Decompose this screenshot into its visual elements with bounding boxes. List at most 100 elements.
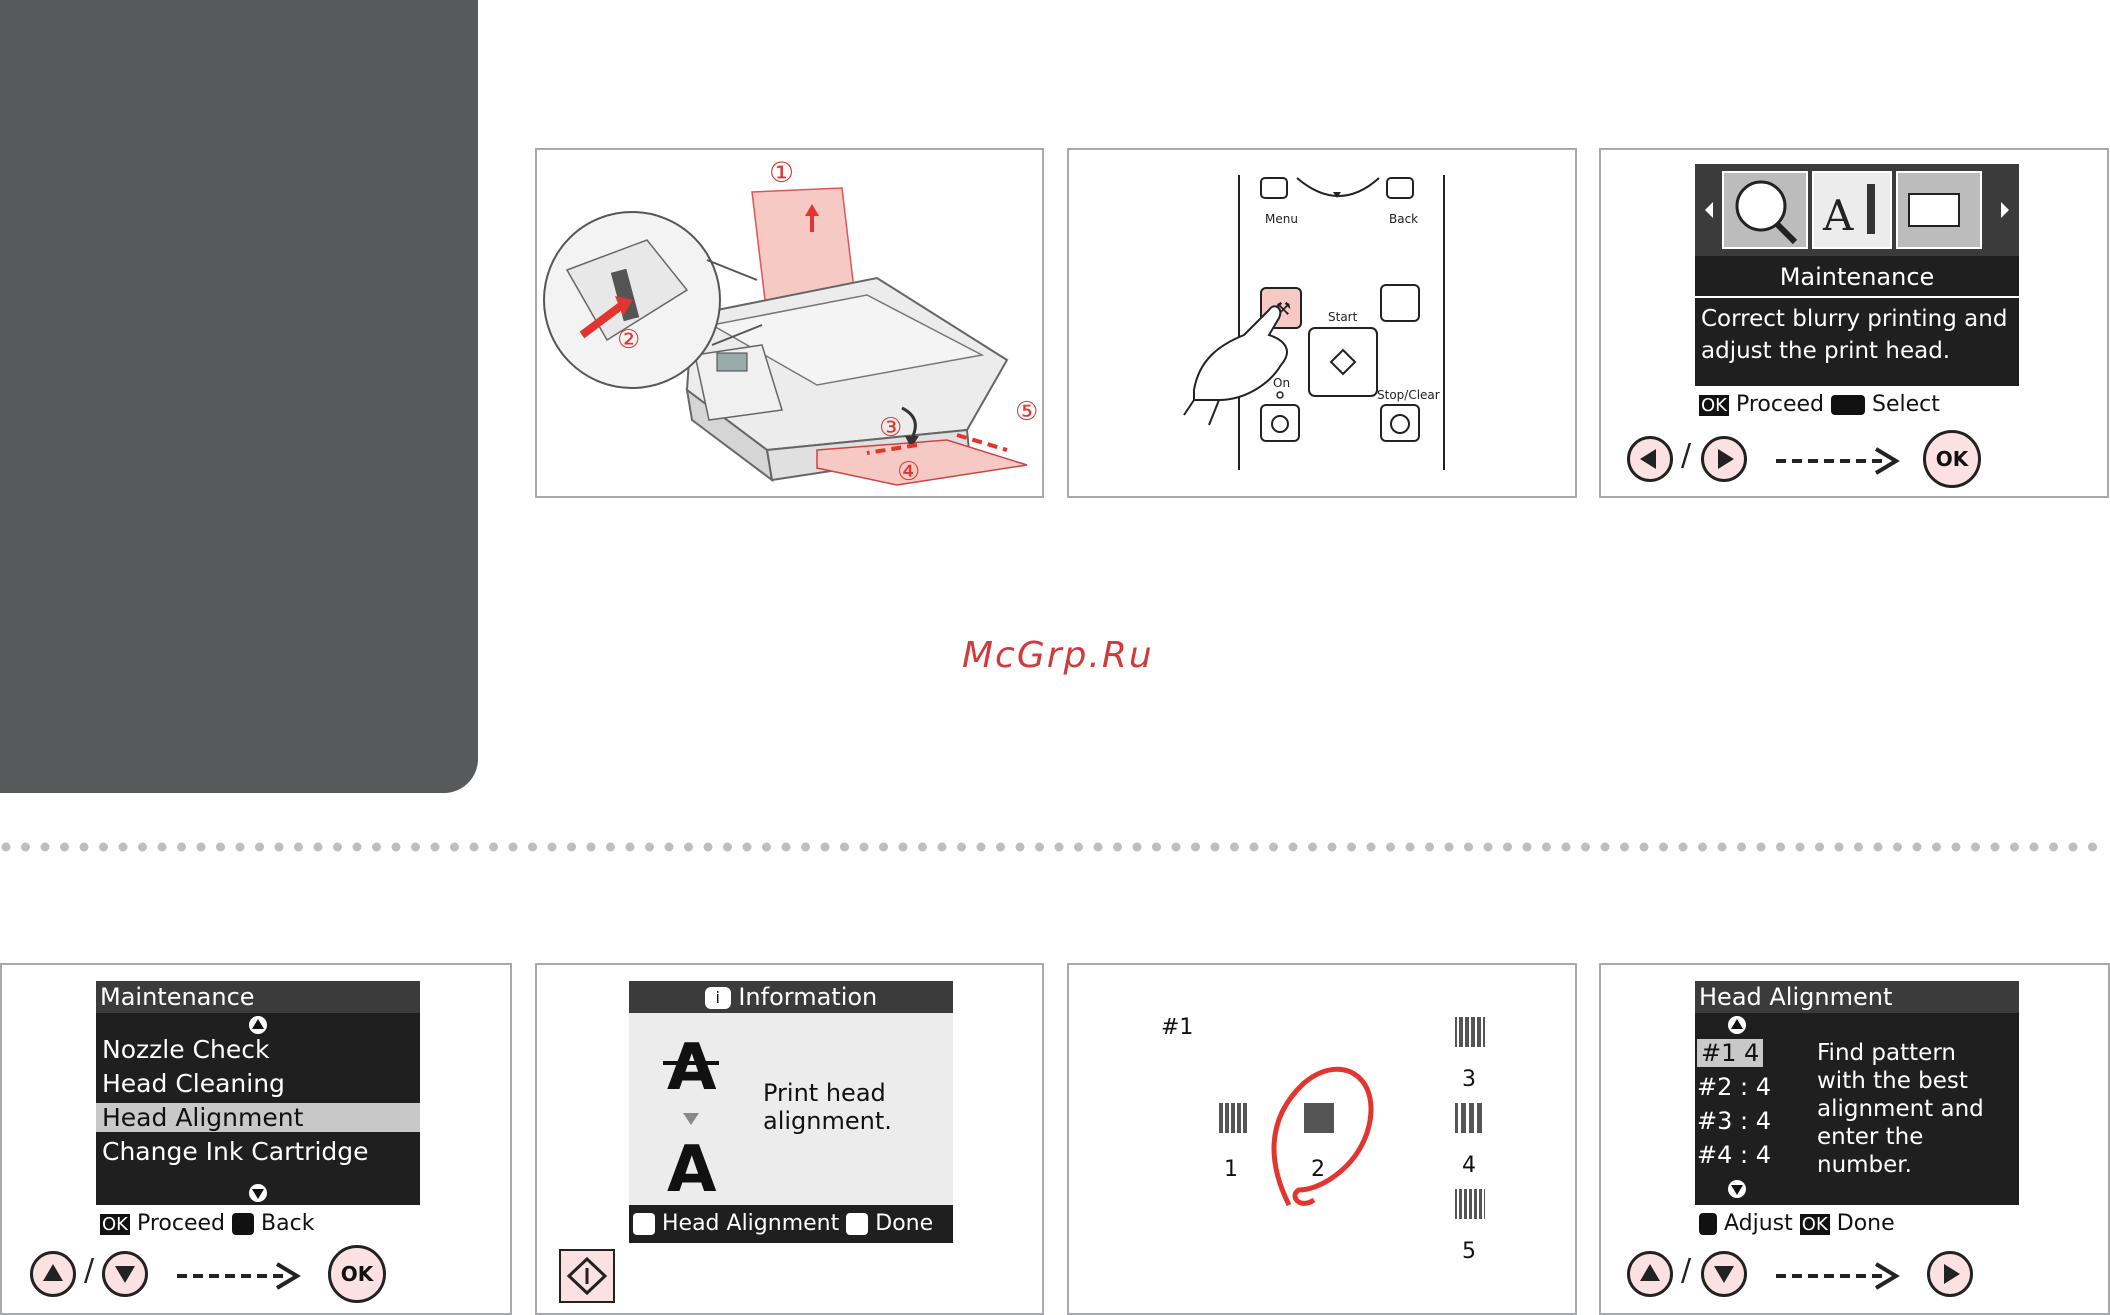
separator-dot bbox=[1795, 842, 1805, 852]
separator-dot bbox=[2068, 842, 2078, 852]
panel-control-buttons: ⚒ Menu Back Start On Stop/Clear bbox=[1067, 148, 1577, 498]
separator-dot bbox=[1093, 842, 1103, 852]
panel-pattern: #1 1 2 3 4 5 bbox=[1067, 963, 1577, 1315]
dashed-arrow-icon bbox=[1776, 447, 1900, 475]
up-button[interactable] bbox=[1627, 1251, 1673, 1297]
up-button[interactable] bbox=[30, 1251, 76, 1297]
separator-dot bbox=[255, 842, 264, 852]
start-button[interactable] bbox=[559, 1249, 615, 1303]
display-button bbox=[1380, 284, 1420, 322]
alignment-row-value: 4 bbox=[1755, 1107, 1772, 1135]
arrow-down-icon bbox=[115, 1266, 135, 1283]
menu-footer: OK Proceed Back bbox=[96, 1205, 420, 1243]
alignment-row-label: #4 : bbox=[1697, 1141, 1749, 1169]
scroll-up-icon bbox=[1728, 1016, 1746, 1034]
arrow-up-icon bbox=[43, 1264, 63, 1281]
ok-button[interactable]: OK bbox=[328, 1245, 386, 1303]
alignment-row[interactable]: #4 : 4 bbox=[1697, 1141, 1771, 1169]
menu-item[interactable]: Change Ink Cartridge bbox=[102, 1137, 369, 1166]
menu-item[interactable]: Head Cleaning bbox=[102, 1069, 285, 1098]
svg-text:A: A bbox=[667, 1133, 717, 1201]
info-message-1: Print head bbox=[763, 1079, 886, 1107]
separator-dot bbox=[1522, 842, 1532, 852]
alignment-row[interactable]: #2 : 4 bbox=[1697, 1073, 1771, 1101]
dotted-separator bbox=[1, 842, 2097, 852]
footer-back: Back bbox=[261, 1211, 315, 1236]
panel-maintenance-screen: A Maintenance Correct blurry printing an… bbox=[1599, 148, 2109, 498]
right-button[interactable] bbox=[1701, 436, 1747, 482]
separator-dot bbox=[1327, 842, 1337, 852]
callout-5: ⑤ bbox=[1015, 397, 1038, 427]
start-diamond-icon bbox=[566, 1256, 608, 1296]
footer-proceed: Proceed bbox=[1735, 392, 1825, 417]
alignment-icon: A bbox=[1822, 191, 1854, 240]
arrow-left-icon bbox=[1705, 202, 1713, 218]
footer-adjust: Adjust bbox=[1724, 1211, 1793, 1236]
control-panel-illustration: ⚒ bbox=[1183, 175, 1445, 470]
arrow-left-icon bbox=[1640, 449, 1656, 469]
separator-dot bbox=[2049, 842, 2058, 852]
separator-dot bbox=[898, 842, 908, 852]
lcd-screen: A Maintenance Correct blurry printing an… bbox=[1695, 164, 2019, 424]
separator-dot bbox=[840, 842, 849, 852]
separator-dot bbox=[313, 842, 323, 852]
separator-dot bbox=[1503, 842, 1512, 852]
ok-badge: OK bbox=[1799, 1214, 1830, 1235]
separator-dot bbox=[1776, 842, 1785, 852]
separator-dot bbox=[937, 842, 947, 852]
separator-dot bbox=[294, 842, 303, 852]
separator-dot bbox=[1873, 842, 1883, 852]
back-icon bbox=[846, 1213, 869, 1235]
menu-button bbox=[1260, 177, 1288, 199]
separator-dot bbox=[762, 842, 771, 852]
separator-dot bbox=[274, 842, 284, 852]
separator-dot bbox=[1600, 842, 1610, 852]
right-button[interactable] bbox=[1927, 1251, 1973, 1297]
separator-dot bbox=[118, 842, 128, 852]
back-icon bbox=[232, 1213, 255, 1235]
down-button[interactable] bbox=[102, 1251, 148, 1297]
down-button[interactable] bbox=[1701, 1251, 1747, 1297]
separator-dot bbox=[508, 842, 518, 852]
dashed-arrow-icon bbox=[1776, 1262, 1900, 1290]
pattern-number-2: 2 bbox=[1311, 1157, 1325, 1182]
alignment-row-label: #3 : bbox=[1697, 1107, 1749, 1135]
separator-dot bbox=[625, 842, 635, 852]
separator-dot bbox=[1854, 842, 1863, 852]
screen-desc-1: Correct blurry printing and bbox=[1701, 306, 2008, 332]
arrow-right-icon bbox=[2001, 202, 2009, 218]
instruction-line: number. bbox=[1817, 1152, 1912, 1178]
scroll-down-icon bbox=[1728, 1180, 1746, 1198]
panel-load-paper: ① ② ③ ④ ⑤ bbox=[535, 148, 1044, 498]
alignment-row[interactable]: #3 : 4 bbox=[1697, 1107, 1771, 1135]
separator-dot bbox=[645, 842, 654, 852]
separator-dot bbox=[1405, 842, 1415, 852]
separator-dot bbox=[1678, 842, 1688, 852]
separator-dot bbox=[1756, 842, 1766, 852]
separator-dot bbox=[1152, 842, 1161, 852]
separator-dot bbox=[1230, 842, 1239, 852]
left-button[interactable] bbox=[1627, 436, 1673, 482]
separator-dot bbox=[957, 842, 966, 852]
menu-item[interactable]: Nozzle Check bbox=[102, 1035, 270, 1064]
separator-dot bbox=[1971, 842, 1980, 852]
ok-button[interactable]: OK bbox=[1923, 430, 1981, 488]
separator-dot bbox=[79, 842, 89, 852]
pattern-label: #1 bbox=[1161, 1015, 1194, 1040]
start-icon bbox=[633, 1213, 655, 1235]
separator-dot bbox=[1015, 842, 1025, 852]
alignment-row[interactable]: #1 4 bbox=[1697, 1039, 1764, 1067]
svg-text:A: A bbox=[667, 1031, 717, 1105]
footer-action: Head Alignment bbox=[662, 1211, 840, 1236]
menu-label: Menu bbox=[1265, 212, 1298, 226]
separator-dot bbox=[1542, 842, 1551, 852]
separator-dot bbox=[742, 842, 752, 852]
right-icon bbox=[1699, 1213, 1717, 1235]
separator-dot bbox=[918, 842, 927, 852]
menu-item-selected[interactable]: Head Alignment bbox=[96, 1103, 420, 1132]
separator-dot bbox=[1074, 842, 1083, 852]
separator-dot bbox=[1990, 842, 2000, 852]
separator-dot bbox=[216, 842, 225, 852]
start-label: Start bbox=[1328, 310, 1358, 324]
